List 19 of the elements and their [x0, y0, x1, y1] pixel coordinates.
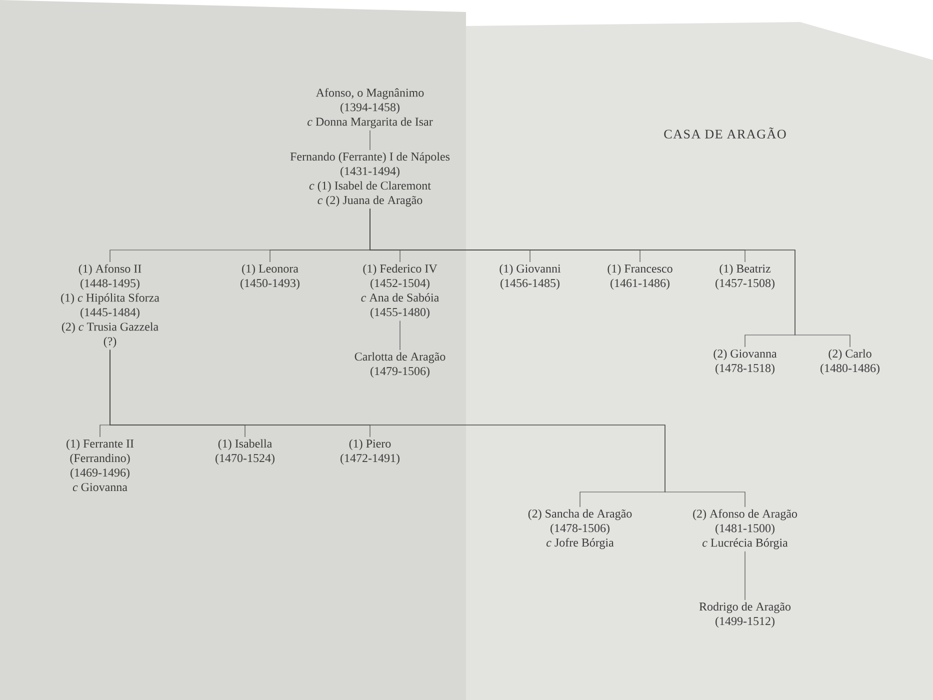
person-entry: Carlotta de Aragão (1479-1506) [354, 352, 446, 378]
person-entry: Fernando (Ferrante) I de Nápoles (1431-1494) c (1) Isabel de Claremont c (2) Juana de Aragão [290, 152, 450, 207]
person-entry: (2) Carlo (1480-1486) [820, 349, 880, 375]
person-entry: (1) Francesco (1461-1486) [608, 264, 672, 290]
title: CASA DE ARAGÃO [664, 127, 786, 138]
person-entry: (1) Giovanni (1456-1485) [500, 264, 561, 290]
person-entry: Rodrigo de Aragão (1499-1512) [699, 602, 791, 628]
person-entry: (2) Sancha de Aragão (1478-1506) c Jofre Bórgia [528, 509, 632, 550]
person-entry: Afonso, o Magnânimo (1394-1458) c Donna Margarita de Isar [308, 88, 433, 128]
tree-line [744, 551, 746, 600]
person-entry: (1) Federico IV (1452-1504) c Ana de Sabóia (1455-1480) [361, 264, 439, 319]
person-entry: (1) Ferrante II (Ferrandino) (1469-1496) c Giovanna [66, 439, 134, 492]
person-entry: (2) Giovanna (1478-1518) [714, 349, 777, 375]
person-entry: (1) Piero (1472-1491) [340, 439, 400, 465]
person-entry: (2) Afonso de Aragão (1481-1500) c Lucrécia Bórgia [693, 509, 798, 550]
person-entry: (1) Leonora (1450-1493) [240, 264, 300, 290]
person-entry: (1) Isabella (1470-1524) [216, 439, 274, 465]
person-entry: (1) Afonso II (1448-1495) (1) c Hipólita Sforza (1445-1484) (2) c Trusia Gazzela (?) [61, 264, 160, 348]
person-entry: (1) Beatriz (1457-1508) [716, 264, 774, 290]
